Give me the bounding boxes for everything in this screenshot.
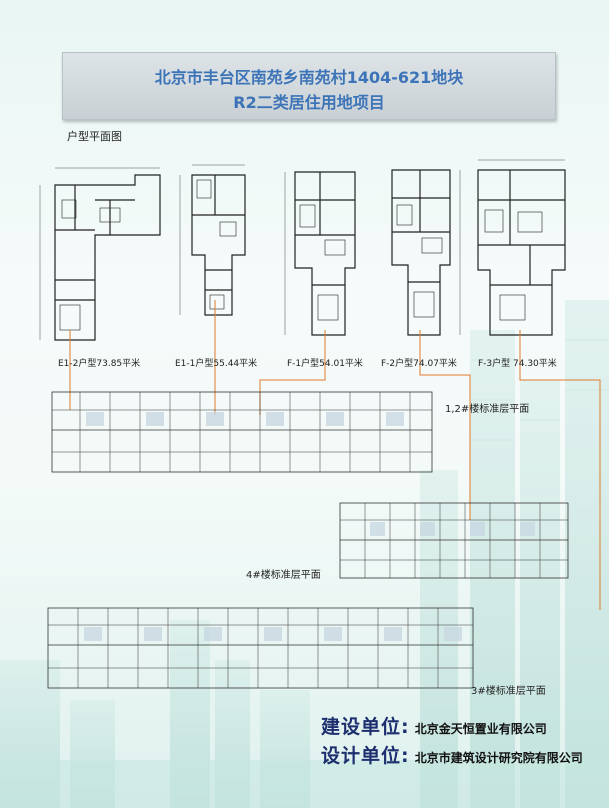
section-label: 户型平面图 xyxy=(67,130,122,143)
builder-credit: 建设单位: 北京金天恒置业有限公司 xyxy=(321,712,547,739)
floor-label-building-4: 4#楼标准层平面 xyxy=(246,570,321,581)
designer-credit: 设计单位: 北京市建筑设计研究院有限公司 xyxy=(321,741,583,768)
unit-caption-f-2: F-2户型74.07平米 xyxy=(381,359,457,369)
floor-label-building-1-2: 1,2#楼标准层平面 xyxy=(445,404,530,415)
floor-plan-building-3 xyxy=(47,607,474,689)
floor-label-building-3: 3#楼标准层平面 xyxy=(471,686,546,697)
leader-lines xyxy=(69,300,601,610)
unit-plan-e1-2 xyxy=(39,167,161,341)
unit-caption-e1-2: E1-2户型73.85平米 xyxy=(58,359,141,369)
title-banner: 北京市丰台区南苑乡南苑村1404-621地块 R2二类居住用地项目 xyxy=(62,52,556,120)
unit-caption-f-3: F-3户型 74.30平米 xyxy=(478,359,557,369)
unit-caption-f-1: F-1户型54.01平米 xyxy=(287,359,363,369)
unit-plan-f-3 xyxy=(477,159,566,336)
unit-caption-e1-1: E1-1户型55.44平米 xyxy=(175,359,258,369)
floor-plan-building-4 xyxy=(339,502,569,579)
builder-name: 北京金天恒置业有限公司 xyxy=(414,722,547,736)
designer-name: 北京市建筑设计研究院有限公司 xyxy=(414,751,583,765)
floor-plan-building-1-2 xyxy=(51,391,433,473)
project-title-line2: R2二类居住用地项目 xyxy=(233,93,385,112)
unit-plan-e1-1 xyxy=(179,164,246,316)
project-title-line1: 北京市丰台区南苑乡南苑村1404-621地块 xyxy=(154,68,464,87)
designer-role: 设计单位: xyxy=(321,745,410,767)
unit-plan-f-2 xyxy=(391,169,461,336)
unit-plan-f-1 xyxy=(284,171,356,336)
builder-role: 建设单位: xyxy=(321,716,410,738)
